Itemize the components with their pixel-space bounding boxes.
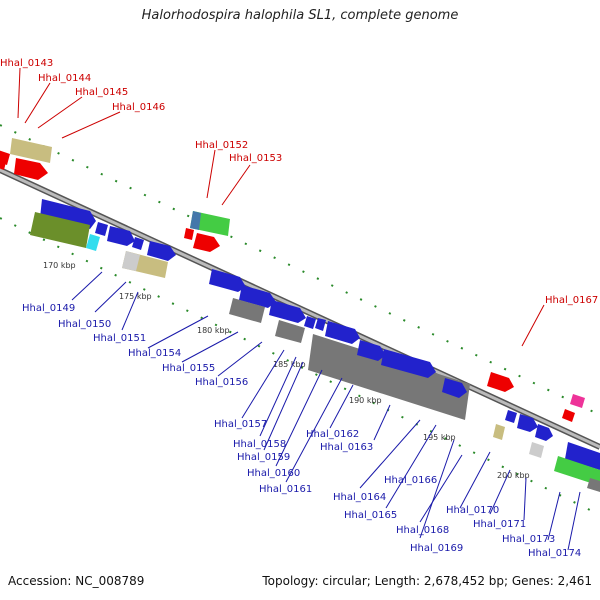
gene-label: Hhal_0160 <box>247 468 300 479</box>
gene-label: Hhal_0145 <box>75 87 128 98</box>
gene-label: Hhal_0154 <box>128 348 181 359</box>
map-title: Halorhodospira halophila SL1, complete g… <box>141 8 459 23</box>
gene-arrow <box>325 321 360 344</box>
gene-label: Hhal_0174 <box>528 548 581 559</box>
tick-label: 185 kbp <box>273 360 306 369</box>
gene-arrow <box>184 228 194 240</box>
gene-arrow <box>95 222 108 236</box>
gene-arrow <box>40 199 96 229</box>
gene-label: Hhal_0173 <box>502 534 555 545</box>
tick-label: 195 kbp <box>423 433 456 442</box>
gene-block <box>229 298 265 323</box>
gene-label: Hhal_0156 <box>195 377 248 388</box>
gene-block <box>10 138 52 163</box>
gene-arrow <box>269 300 306 323</box>
gene-label: Hhal_0151 <box>93 333 146 344</box>
gene-block <box>275 320 305 343</box>
gene-block <box>30 212 90 248</box>
reverse-features <box>30 199 600 492</box>
gene-label: Hhal_0143 <box>0 58 53 69</box>
gene-label: Hhal_0159 <box>237 452 290 463</box>
gene-arrow <box>535 424 553 441</box>
gene-label: Hhal_0146 <box>112 102 165 113</box>
gene-arrow <box>132 237 144 250</box>
gene-label: Hhal_0152 <box>195 140 248 151</box>
gene-arrow <box>562 409 575 422</box>
gene-arrow <box>442 378 467 398</box>
gene-label: Hhal_0162 <box>306 429 359 440</box>
tick-label: 180 kbp <box>197 326 230 335</box>
gene-arrow <box>517 414 538 432</box>
gene-arrow <box>357 340 386 361</box>
gene-label: Hhal_0166 <box>384 475 437 486</box>
gene-block <box>587 478 600 492</box>
gene-label: Hhal_0169 <box>410 543 463 554</box>
gene-arrow <box>565 442 600 470</box>
gene-arrow <box>193 233 220 252</box>
tick-labels: 170 kbp 175 kbp 180 kbp 185 kbp 190 kbp … <box>43 261 530 480</box>
gene-label: Hhal_0144 <box>38 73 91 84</box>
gene-arrow <box>304 316 316 329</box>
outer-guide-line <box>0 124 600 416</box>
gene-block <box>86 234 100 251</box>
gene-label: Hhal_0168 <box>396 525 449 536</box>
reverse-label-texts: Hhal_0149 Hhal_0150 Hhal_0151 Hhal_0154 … <box>22 303 581 559</box>
gene-block <box>570 394 585 408</box>
gene-arrow <box>505 410 517 423</box>
forward-label-texts: Hhal_0143 Hhal_0144 Hhal_0145 Hhal_0146 … <box>0 58 598 306</box>
gene-label: Hhal_0155 <box>162 363 215 374</box>
gene-label: Hhal_0167 <box>545 295 598 306</box>
gene-arrow <box>381 349 436 378</box>
gene-arrow <box>0 160 6 170</box>
topology-summary: Topology: circular; Length: 2,678,452 bp… <box>262 574 592 588</box>
gene-label: Hhal_0153 <box>229 153 282 164</box>
forward-labels <box>17 67 545 347</box>
gene-block <box>554 456 600 486</box>
gene-block <box>190 211 201 230</box>
accession-text: Accession: NC_008789 <box>8 574 145 588</box>
gene-arrow <box>107 226 135 246</box>
forward-features <box>0 138 585 422</box>
tick-label: 200 kbp <box>497 471 530 480</box>
gene-block <box>122 251 140 271</box>
gene-block <box>529 442 544 458</box>
gene-block <box>493 424 505 440</box>
gene-label: Hhal_0164 <box>333 492 386 503</box>
gene-label: Hhal_0149 <box>22 303 75 314</box>
gene-arrow <box>14 158 48 180</box>
gene-block <box>308 334 470 420</box>
gene-label: Hhal_0170 <box>446 505 499 516</box>
reverse-labels <box>71 271 581 551</box>
gene-label: Hhal_0165 <box>344 510 397 521</box>
gene-label: Hhal_0150 <box>58 319 111 330</box>
gene-arrow <box>209 269 246 292</box>
gene-label: Hhal_0171 <box>473 519 526 530</box>
gene-arrow <box>487 372 514 392</box>
gene-arrow <box>315 318 326 331</box>
gene-label: Hhal_0157 <box>214 419 267 430</box>
tick-label: 170 kbp <box>43 261 76 270</box>
tick-label: 175 kbp <box>119 292 152 301</box>
gene-label: Hhal_0161 <box>259 484 312 495</box>
gene-arrow <box>147 241 176 261</box>
gene-label: Hhal_0163 <box>320 442 373 453</box>
tick-label: 190 kbp <box>349 396 382 405</box>
gene-label: Hhal_0158 <box>233 439 286 450</box>
gene-arrow <box>239 285 276 308</box>
